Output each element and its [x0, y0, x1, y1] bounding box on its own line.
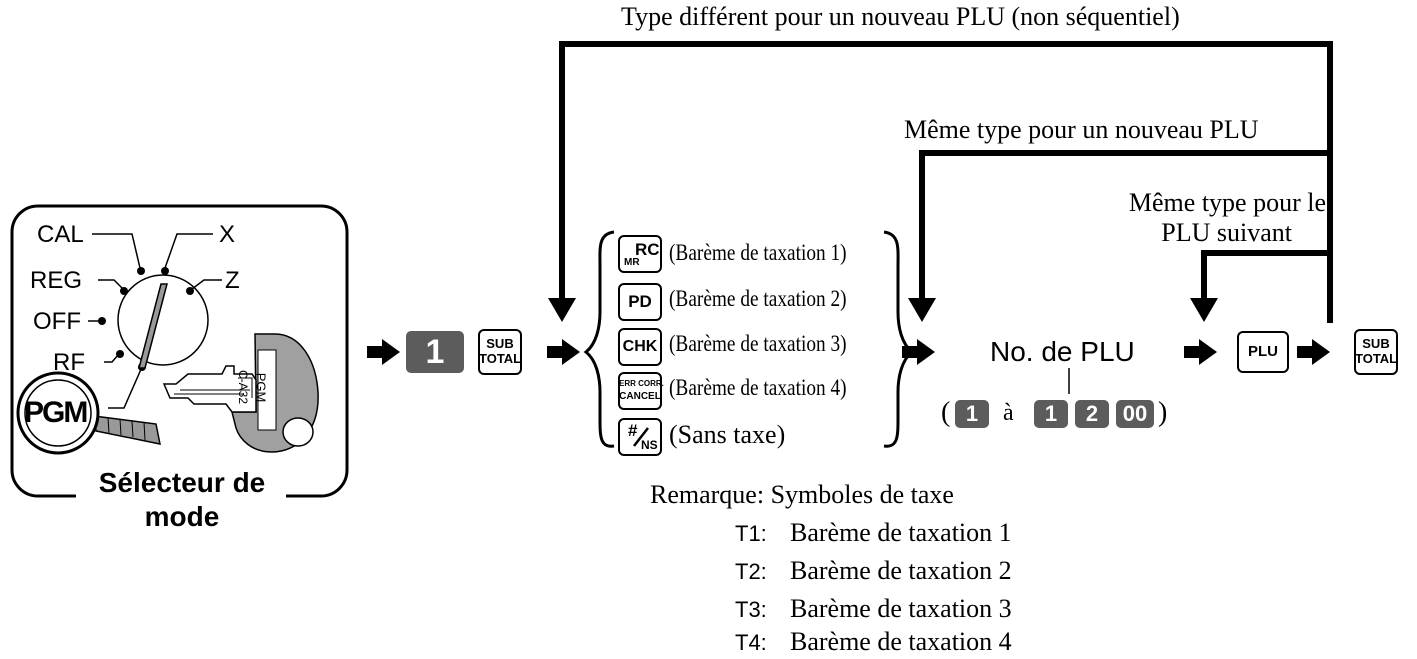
- subtotal-key-final-line1: SUB: [1362, 336, 1390, 351]
- tax-desc-4: (Barème de taxation 4): [669, 375, 847, 400]
- mode-rf-label: RF: [53, 349, 85, 376]
- arrow-right-icon: [1297, 339, 1330, 365]
- subtotal-key-line2: TOTAL: [479, 351, 522, 366]
- range-key-to-1[interactable]: 1: [1034, 400, 1068, 428]
- tax-key-rc-sub: MR: [624, 257, 640, 268]
- loop-label-same-type-new: Même type pour un nouveau PLU: [904, 115, 1259, 144]
- tax-key-ns[interactable]: # NS: [619, 419, 661, 455]
- mode-switch-caption-line1: Sélecteur de: [98, 467, 266, 498]
- loop-label-different-type: Type différent pour un nouveau PLU (non …: [621, 2, 1180, 31]
- remark-symbol-t1: T1:: [735, 521, 767, 546]
- mode-switch-caption: Sélecteur de mode: [62, 466, 302, 534]
- tax-key-pd[interactable]: PD: [628, 292, 652, 311]
- tax-key-ns-sub: NS: [641, 438, 658, 452]
- mode-pgm-label: PGM: [24, 396, 88, 429]
- subtotal-key[interactable]: SUB TOTAL: [479, 336, 521, 366]
- remark-text-t4: Barème de taxation 4: [790, 627, 1012, 656]
- loop-same-type-new: [908, 150, 1330, 322]
- arrow-right-icon: [367, 339, 400, 365]
- tax-key-errcorr-line2: CANCEL: [619, 391, 661, 402]
- plu-number-label: No. de PLU: [990, 336, 1135, 367]
- loop-label-same-type-next: Même type pour le PLU suivant: [1074, 188, 1326, 248]
- mode-switch-panel: [10, 204, 349, 500]
- tax-key-chk[interactable]: CHK: [622, 338, 658, 355]
- range-open: (: [941, 397, 951, 428]
- loop-same-type-next: [1190, 250, 1330, 322]
- key-code-label: C-A32: [236, 369, 251, 405]
- remark-title: Remarque: Symboles de taxe: [650, 480, 954, 509]
- mode-x-label: X: [219, 221, 236, 248]
- tax-key-errcorr-line1: ERR CORR.: [619, 379, 664, 388]
- remark-symbol-t3: T3:: [735, 597, 767, 622]
- subtotal-key-line1: SUB: [486, 336, 514, 351]
- range-word: à: [1003, 400, 1014, 426]
- mode-z-label: Z: [225, 267, 240, 294]
- subtotal-key-final[interactable]: SUB TOTAL: [1355, 336, 1397, 366]
- tax-key-ns-main: #: [628, 421, 638, 440]
- remark-text-t1: Barème de taxation 1: [790, 518, 1012, 547]
- arrow-down-icon: [908, 298, 936, 322]
- remark-text-t2: Barème de taxation 2: [790, 556, 1012, 585]
- left-brace: [583, 230, 615, 448]
- arrow-right-icon: [547, 339, 580, 365]
- loop-different-type: [548, 41, 1333, 323]
- key-pgm-label: PGM: [253, 372, 269, 403]
- loop-label-next-line1: Même type pour le: [1128, 188, 1326, 217]
- arrow-down-icon: [548, 298, 576, 322]
- right-brace: [883, 230, 915, 448]
- tax-key-rc[interactable]: RC MR: [619, 238, 661, 274]
- tax-key-rc-main: RC: [635, 240, 660, 259]
- range-key-to-2[interactable]: 2: [1075, 400, 1109, 428]
- remark-text-t3: Barème de taxation 3: [790, 594, 1012, 623]
- mode-reg-label: REG: [30, 267, 83, 294]
- mode-cal-label: CAL: [37, 221, 84, 248]
- range-key-to-00[interactable]: 00: [1116, 400, 1154, 428]
- tax-desc-5: (Sans taxe): [669, 420, 786, 449]
- mode-off-label: OFF: [33, 308, 81, 335]
- subtotal-key-final-line2: TOTAL: [1355, 351, 1398, 366]
- arrow-right-icon: [902, 339, 935, 365]
- tax-desc-2: (Barème de taxation 2): [669, 286, 847, 311]
- arrow-down-icon: [1190, 298, 1218, 322]
- range-key-1[interactable]: 1: [955, 400, 989, 428]
- remark-symbol-t4: T4:: [735, 630, 767, 655]
- remark-symbol-t2: T2:: [735, 559, 767, 584]
- range-close: ): [1158, 397, 1168, 428]
- mode-switch-caption-line2: mode: [144, 501, 220, 532]
- arrow-right-icon: [1184, 339, 1217, 365]
- tax-key-errcorr[interactable]: ERR CORR. CANCEL: [619, 377, 664, 403]
- key-1[interactable]: 1: [406, 331, 464, 373]
- loop-label-next-line2: PLU suivant: [1161, 218, 1292, 247]
- tax-desc-3: (Barème de taxation 3): [669, 331, 847, 356]
- plu-key[interactable]: PLU: [1248, 343, 1278, 360]
- tax-desc-1: (Barème de taxation 1): [669, 240, 847, 265]
